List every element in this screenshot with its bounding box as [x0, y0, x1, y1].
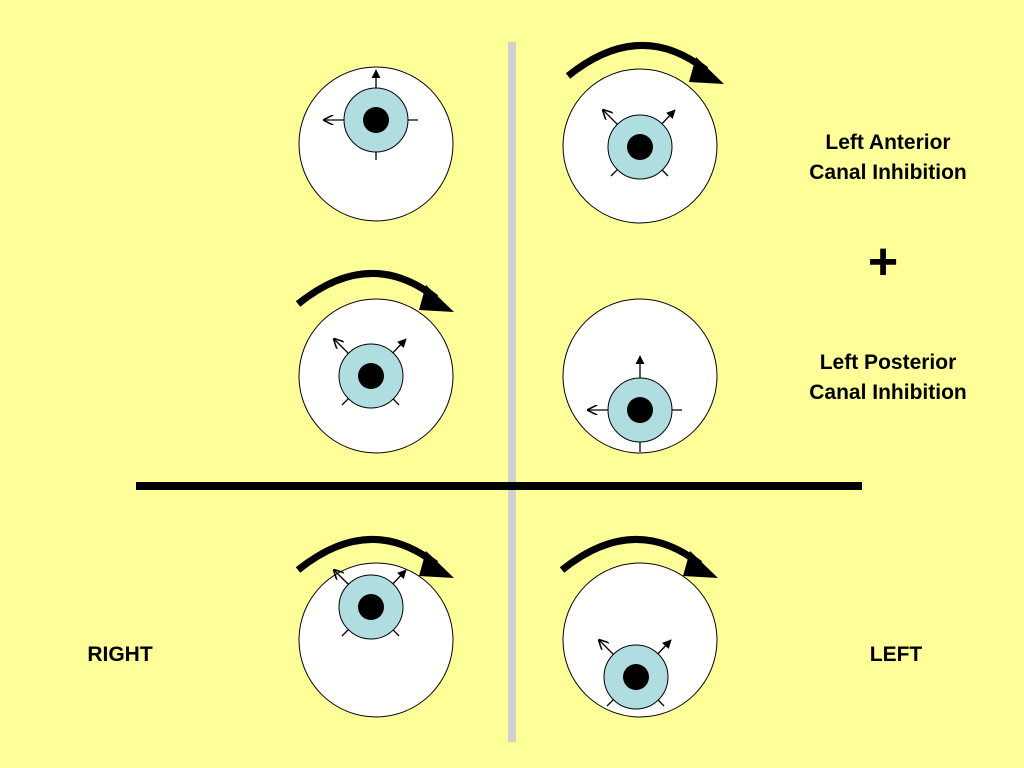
- plus-sign: +: [867, 233, 899, 291]
- eye-left-top: [562, 41, 724, 224]
- eye-right-middle: [295, 269, 454, 454]
- rotation-arrow-right-middle: [295, 269, 439, 307]
- rotation-arrowhead-left-bottom: [683, 551, 718, 578]
- eye-right-top: [298, 66, 454, 222]
- rotation-arrowhead-right-bottom: [419, 551, 454, 578]
- eye-left-middle-iris: [588, 355, 682, 452]
- eye-right-bottom: [295, 535, 454, 718]
- rotation-arrow-right-bottom: [295, 535, 439, 573]
- eye-right-bottom-iris: [334, 570, 407, 640]
- rotation-arrow-left-top: [565, 41, 709, 79]
- left-anterior-line-2: Canal Inhibition: [809, 161, 967, 184]
- eye-right-top-iris: [324, 69, 418, 160]
- eye-left-bottom-iris: [599, 640, 672, 710]
- rotation-arrowhead-left-top: [689, 57, 724, 84]
- eye-left-middle: [562, 298, 718, 454]
- left-anterior-line-1: Left Anterior: [825, 131, 951, 154]
- left-side-label: LEFT: [869, 643, 923, 666]
- left-posterior-line-2: Canal Inhibition: [809, 381, 967, 404]
- eye-left-bottom: [559, 535, 718, 718]
- rotation-arrowhead-right-middle: [419, 285, 454, 312]
- eye-left-top-iris: [603, 110, 676, 180]
- left-anterior-canal-label: Left Anterior Canal Inhibition: [778, 128, 998, 188]
- left-posterior-line-1: Left Posterior: [819, 351, 957, 374]
- left-posterior-canal-label: Left Posterior Canal Inhibition: [778, 348, 998, 408]
- right-side-label: RIGHT: [87, 643, 153, 666]
- eye-right-middle-iris: [334, 339, 407, 409]
- rotation-arrow-left-bottom: [559, 535, 703, 573]
